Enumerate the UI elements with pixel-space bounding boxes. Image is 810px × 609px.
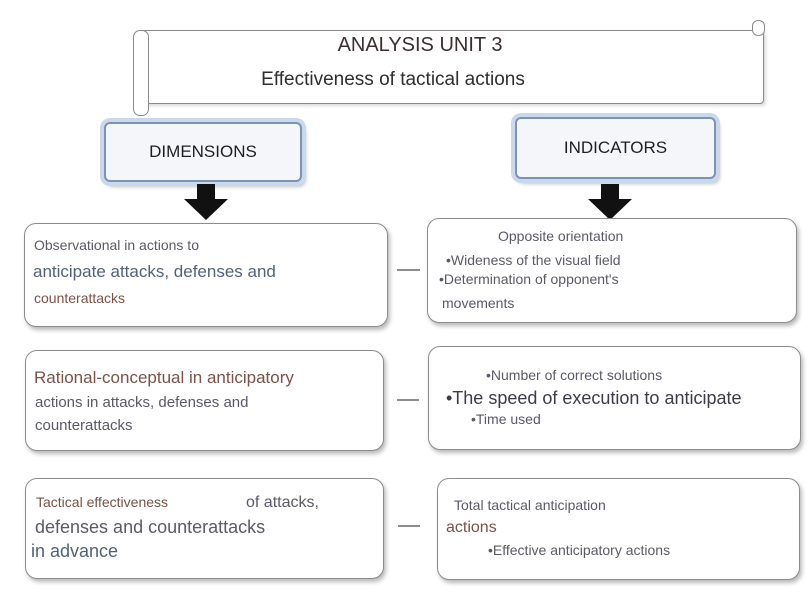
indicators-header: INDICATORS	[515, 117, 716, 179]
indicator-text: •Wideness of the visual field	[446, 252, 621, 268]
dimension-box-tactical-effectiveness: Tactical effectiveness of attacks, defen…	[25, 478, 384, 579]
indicator-text: Total tactical anticipation	[454, 497, 606, 513]
banner-curl-right	[752, 20, 765, 36]
dimension-text: defenses and counterattacks	[35, 517, 266, 537]
indicator-text: •Effective anticipatory actions	[488, 542, 671, 558]
dimension-text: Observational in actions to	[34, 237, 199, 253]
dimension-text: anticipate attacks, defenses and	[33, 262, 276, 281]
dimension-text: counterattacks	[34, 290, 126, 306]
dimension-text: of attacks,	[246, 494, 319, 511]
dimension-box-observational: Observational in actions to anticipate a…	[24, 223, 388, 327]
indicator-text: Opposite orientation	[498, 228, 624, 244]
indicator-box-anticipation: Total tactical anticipation actions •Eff…	[437, 478, 800, 580]
analysis-unit-title: ANALYSIS UNIT 3	[337, 34, 503, 56]
indicator-text: •Time used	[471, 411, 541, 427]
dimensions-header-label: DIMENSIONS	[149, 142, 257, 161]
connector-line	[397, 269, 420, 271]
connector-line	[398, 525, 420, 527]
dimension-text: actions in attacks, defenses and	[35, 394, 249, 411]
indicators-header-label: INDICATORS	[563, 138, 668, 157]
indicator-text: movements	[442, 295, 515, 311]
title-banner	[140, 30, 764, 104]
indicator-text: •Determination of opponent's	[439, 271, 619, 287]
connector-line	[397, 399, 419, 401]
indicator-text: •The speed of execution to anticipate	[446, 388, 742, 408]
indicator-text: actions	[446, 519, 497, 536]
banner-curl-left	[133, 30, 149, 116]
dimension-text: in advance	[31, 541, 119, 561]
dimensions-header: DIMENSIONS	[104, 122, 302, 182]
analysis-unit-subtitle: Effectiveness of tactical actions	[261, 69, 525, 90]
dimension-box-rational-conceptual: Rational-conceptual in anticipatory acti…	[25, 350, 384, 451]
indicator-text: •Number of correct solutions	[486, 367, 663, 383]
down-arrow-icon	[588, 184, 632, 220]
dimension-text: Tactical effectiveness	[36, 494, 169, 510]
down-arrow-icon	[184, 184, 228, 220]
dimension-text: counterattacks	[35, 417, 133, 434]
indicator-box-orientation: Opposite orientation •Wideness of the vi…	[427, 218, 797, 323]
dimension-text: Rational-conceptual in anticipatory	[34, 368, 294, 387]
indicator-box-solutions: •Number of correct solutions •The speed …	[428, 346, 801, 450]
